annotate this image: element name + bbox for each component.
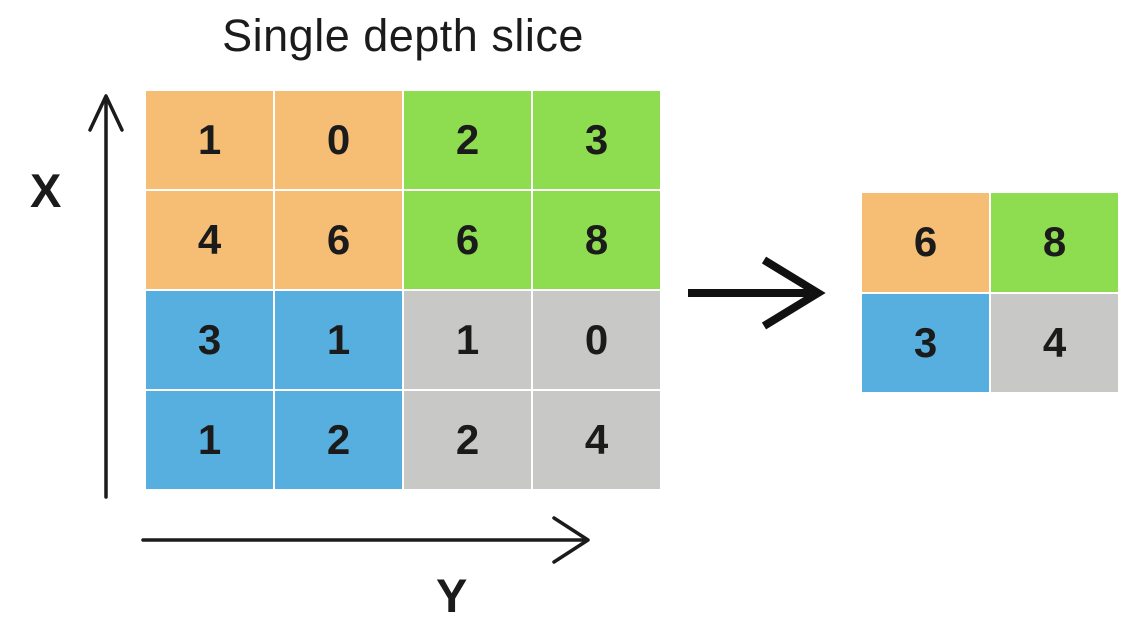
input-cell-r1c1: 6 xyxy=(275,191,402,289)
input-cell-r1c0: 4 xyxy=(146,191,273,289)
output-cell-r0c1: 8 xyxy=(991,193,1118,292)
output-cell-r0c0: 6 xyxy=(862,193,989,292)
input-cell-r3c3: 4 xyxy=(533,391,660,489)
input-cell-r2c3: 0 xyxy=(533,291,660,389)
input-cell-r2c2: 1 xyxy=(404,291,531,389)
input-cell-r0c2: 2 xyxy=(404,91,531,189)
diagram-title: Single depth slice xyxy=(222,10,584,61)
input-cell-r3c2: 2 xyxy=(404,391,531,489)
x-axis-arrow xyxy=(88,94,124,499)
output-cell-r1c1: 4 xyxy=(991,293,1118,392)
input-cell-r0c0: 1 xyxy=(146,91,273,189)
input-cell-r3c1: 2 xyxy=(275,391,402,489)
output-cell-r1c0: 3 xyxy=(862,293,989,392)
x-axis-label: X xyxy=(30,164,62,217)
input-cell-r1c2: 6 xyxy=(404,191,531,289)
pooling-arrow xyxy=(688,256,826,330)
y-axis-label: Y xyxy=(436,569,468,622)
y-axis-arrow xyxy=(141,516,590,564)
input-cell-r0c1: 0 xyxy=(275,91,402,189)
input-cell-r2c0: 3 xyxy=(146,291,273,389)
input-cell-r2c1: 1 xyxy=(275,291,402,389)
input-cell-r1c3: 8 xyxy=(533,191,660,289)
input-cell-r0c3: 3 xyxy=(533,91,660,189)
input-cell-r3c0: 1 xyxy=(146,391,273,489)
